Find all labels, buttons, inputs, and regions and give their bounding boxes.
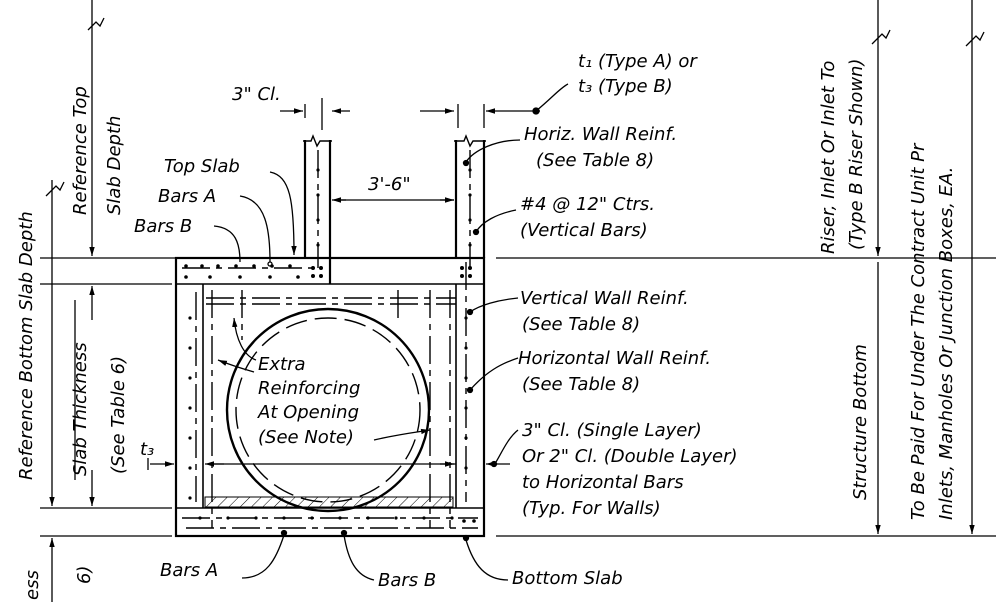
left-dimension-lines xyxy=(40,0,176,602)
label-vertical-bars: (Vertical Bars) xyxy=(520,220,648,241)
label-no4-bars: #4 @ 12" Ctrs. xyxy=(520,194,655,215)
label-see-table-8-a: (See Table 8) xyxy=(536,150,654,171)
label-ref-bottom-slab-depth: Reference Bottom Slab Depth xyxy=(16,211,37,480)
bedding-hatch xyxy=(204,496,454,508)
label-see-note: (See Note) xyxy=(258,427,354,448)
label-at-opening: At Opening xyxy=(257,402,359,423)
break-lines xyxy=(303,134,486,148)
label-extra: Extra xyxy=(258,354,306,375)
bar-dots xyxy=(184,168,476,523)
label-see-table-8-b: (See Table 8) xyxy=(522,314,640,335)
right-dimension-lines xyxy=(496,0,996,537)
label-type-b-riser: (Type B Riser Shown) xyxy=(846,59,867,250)
label-bottom-slab: Bottom Slab xyxy=(512,568,623,589)
label-slab-thickness: Slab Thickness xyxy=(70,342,91,476)
label-t3-type-b: t₃ (Type B) xyxy=(578,76,673,97)
label-vertical-wall-reinf: Vertical Wall Reinf. xyxy=(520,288,689,309)
label-bars-a-top: Bars A xyxy=(158,186,216,207)
label-bottom-left-6: 6) xyxy=(74,566,95,584)
label-bottom-left-ess: ess xyxy=(22,570,43,600)
label-t3: t₃ xyxy=(140,439,154,460)
label-slab-depth: Slab Depth xyxy=(104,116,125,215)
label-horiz-wall-reinf: Horiz. Wall Reinf. xyxy=(524,124,677,145)
label-bars-b-bottom: Bars B xyxy=(378,570,436,591)
label-typ-for-walls: (Typ. For Walls) xyxy=(522,498,661,519)
label-reinforcing: Reinforcing xyxy=(258,378,360,399)
annotation-text: 3" Cl. t₁ (Type A) or t₃ (Type B) Top Sl… xyxy=(16,51,957,600)
label-ref-top: Reference Top xyxy=(70,86,91,215)
label-inlets-manholes: Inlets, Manholes Or Junction Boxes, EA. xyxy=(936,167,957,520)
label-3in-clear: 3" Cl. xyxy=(232,84,281,105)
structure-walls xyxy=(174,140,486,538)
label-2in-clear-double: Or 2" Cl. (Double Layer) xyxy=(522,446,738,467)
label-horizontal-wall-reinf: Horizontal Wall Reinf. xyxy=(518,348,711,369)
pipe-opening xyxy=(225,307,431,513)
label-structure-bottom: Structure Bottom xyxy=(850,344,871,500)
label-see-table-6: (See Table 6) xyxy=(108,356,129,474)
label-t1: t₁ (Type A) or xyxy=(578,51,698,72)
label-top-slab: Top Slab xyxy=(164,156,240,177)
label-bars-a-bottom: Bars A xyxy=(160,560,218,581)
label-bars-b-top: Bars B xyxy=(134,216,192,237)
label-to-horizontal-bars: to Horizontal Bars xyxy=(522,472,684,493)
label-3ft-6in: 3'-6" xyxy=(368,174,411,195)
label-see-table-8-c: (See Table 8) xyxy=(522,374,640,395)
label-paid-under: To Be Paid For Under The Contract Unit P… xyxy=(908,142,929,520)
label-3in-clear-single: 3" Cl. (Single Layer) xyxy=(522,420,702,441)
label-riser-inlet: Riser, Inlet Or Inlet To xyxy=(818,61,839,254)
leader-lines xyxy=(147,83,569,581)
reinforcement-bars xyxy=(182,150,478,529)
